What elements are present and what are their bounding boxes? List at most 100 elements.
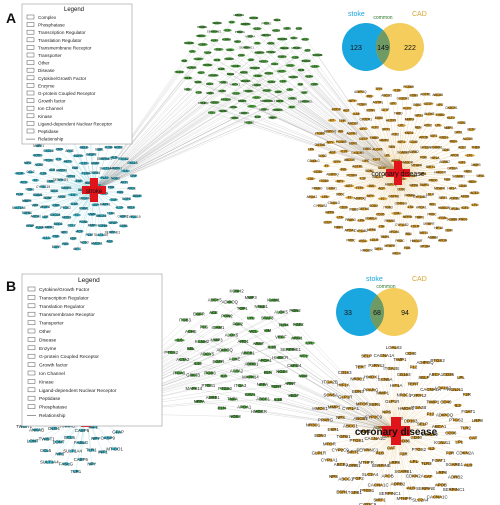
gene-node: [367, 375, 377, 379]
gene-node-label: ALB: [407, 486, 415, 491]
legend-item: Kinase: [38, 114, 52, 119]
gene-node: [368, 415, 379, 419]
gene-node: [450, 153, 459, 158]
network-edge: [93, 91, 279, 191]
gene-node: [77, 457, 85, 462]
legend-item: Enzyme: [38, 83, 55, 88]
gene-node-label: CRP: [238, 53, 244, 57]
gene-node-label: CYP2C19: [36, 185, 50, 189]
gene-node: [289, 363, 299, 368]
spoke-edge: [344, 372, 397, 432]
gene-node: [419, 183, 430, 187]
gene-node-label: CXCL8: [127, 161, 138, 165]
gene-node-label: KDR: [108, 185, 115, 189]
gene-node: [419, 171, 427, 176]
gene-node-label: TLR1: [86, 448, 97, 453]
gene-node-label: LEP: [93, 203, 99, 207]
gene-node: [232, 289, 241, 293]
gene-node-label: APOB: [450, 153, 459, 157]
gene-node: [307, 423, 319, 427]
gene-node: [388, 194, 400, 198]
venn-common-title: common: [373, 15, 392, 21]
gene-node: [212, 58, 222, 62]
gene-node: [272, 28, 281, 33]
gene-node: [129, 215, 138, 219]
gene-node: [463, 463, 474, 467]
gene-node-label: CYP1A1: [342, 406, 359, 411]
network-edge: [292, 98, 399, 174]
gene-node-label: CCL2: [290, 36, 298, 40]
gene-node-label: NPPA: [257, 382, 268, 387]
gene-node: [346, 406, 355, 411]
legend-item: Ligand-dependent Nuclear Receptor: [39, 388, 117, 394]
gene-node: [247, 57, 255, 62]
gene-node-label: ESR1: [119, 224, 128, 228]
network-edge: [93, 57, 296, 191]
gene-node-label: PLAT: [16, 192, 24, 196]
spoke-edge: [395, 377, 461, 432]
gene-node-label: INS: [367, 94, 372, 98]
gene-node: [259, 358, 271, 363]
gene-node-label: ARNT: [253, 341, 265, 346]
gene-node: [102, 435, 114, 440]
gene-node-label: LPL: [455, 439, 463, 444]
gene-node-label: INF1: [88, 425, 98, 430]
gene-node: [362, 248, 371, 253]
gene-node-label: GSK3B: [186, 373, 200, 378]
gene-node-label: ABCG5: [381, 94, 392, 98]
gene-node-label: LRP8: [472, 418, 484, 423]
gene-node-label: CD36: [339, 206, 347, 210]
gene-node-label: NR3C1: [306, 422, 321, 427]
gene-node: [239, 22, 252, 26]
gene-node: [320, 418, 331, 422]
gene-node: [195, 90, 203, 95]
gene-node: [210, 38, 219, 43]
gene-node: [221, 37, 232, 42]
gene-node: [461, 426, 470, 430]
gene-node-label: ADIPOQ: [326, 173, 339, 177]
gene-node-label: EDN3: [314, 433, 326, 438]
gene-node-label: CAT: [387, 446, 396, 451]
gene-node-label: TLR4: [107, 211, 115, 215]
gene-node-label: PON1: [204, 63, 213, 67]
gene-node: [445, 228, 453, 233]
gene-node: [376, 463, 386, 468]
gene-node: [361, 353, 372, 358]
gene-node-label: ALB: [214, 58, 220, 62]
gene-node-label: TNF: [181, 59, 187, 63]
gene-node: [433, 93, 443, 97]
gene-node-label: CD40: [442, 148, 450, 152]
gene-node: [421, 92, 430, 96]
gene-node: [399, 452, 408, 456]
legend-shape-icon: [26, 29, 35, 35]
gene-node-label: ABCG1: [343, 423, 358, 428]
gene-node: [225, 48, 235, 52]
gene-node-label: KLF2: [371, 125, 379, 129]
gene-node-label: IL10: [116, 206, 122, 210]
gene-node: [324, 210, 335, 215]
gene-node: [67, 192, 79, 197]
gene-node-label: NOS3: [67, 174, 76, 178]
gene-node: [457, 120, 466, 125]
gene-node: [111, 166, 121, 171]
gene-node: [351, 112, 361, 116]
venn-right-title: CAD: [412, 276, 427, 283]
network-edge: [93, 71, 180, 191]
gene-node-label: PTGS2: [412, 447, 427, 452]
legend-item: Complex: [38, 15, 57, 20]
legend-item: Relationship: [39, 413, 66, 419]
gene-node-label: VEGFA: [212, 21, 222, 25]
gene-node-label: ABCA1: [30, 214, 41, 218]
gene-node-label: SERPINE1: [298, 99, 313, 103]
gene-node: [378, 138, 390, 142]
panel-b-cad-hub: coronary disease: [355, 417, 438, 445]
gene-node-label: SELE: [281, 46, 289, 50]
gene-node: [181, 318, 189, 322]
gene-node-label: HMOX1: [398, 406, 414, 411]
gene-node-label: CX3CR1: [397, 97, 410, 101]
gene-node-label: CD40LG: [365, 217, 378, 221]
gene-node: [395, 357, 405, 362]
gene-node-label: GLP1R: [385, 399, 399, 404]
gene-node-label: SCARB1: [394, 469, 412, 474]
gene-node-label: FGF2: [293, 322, 304, 327]
